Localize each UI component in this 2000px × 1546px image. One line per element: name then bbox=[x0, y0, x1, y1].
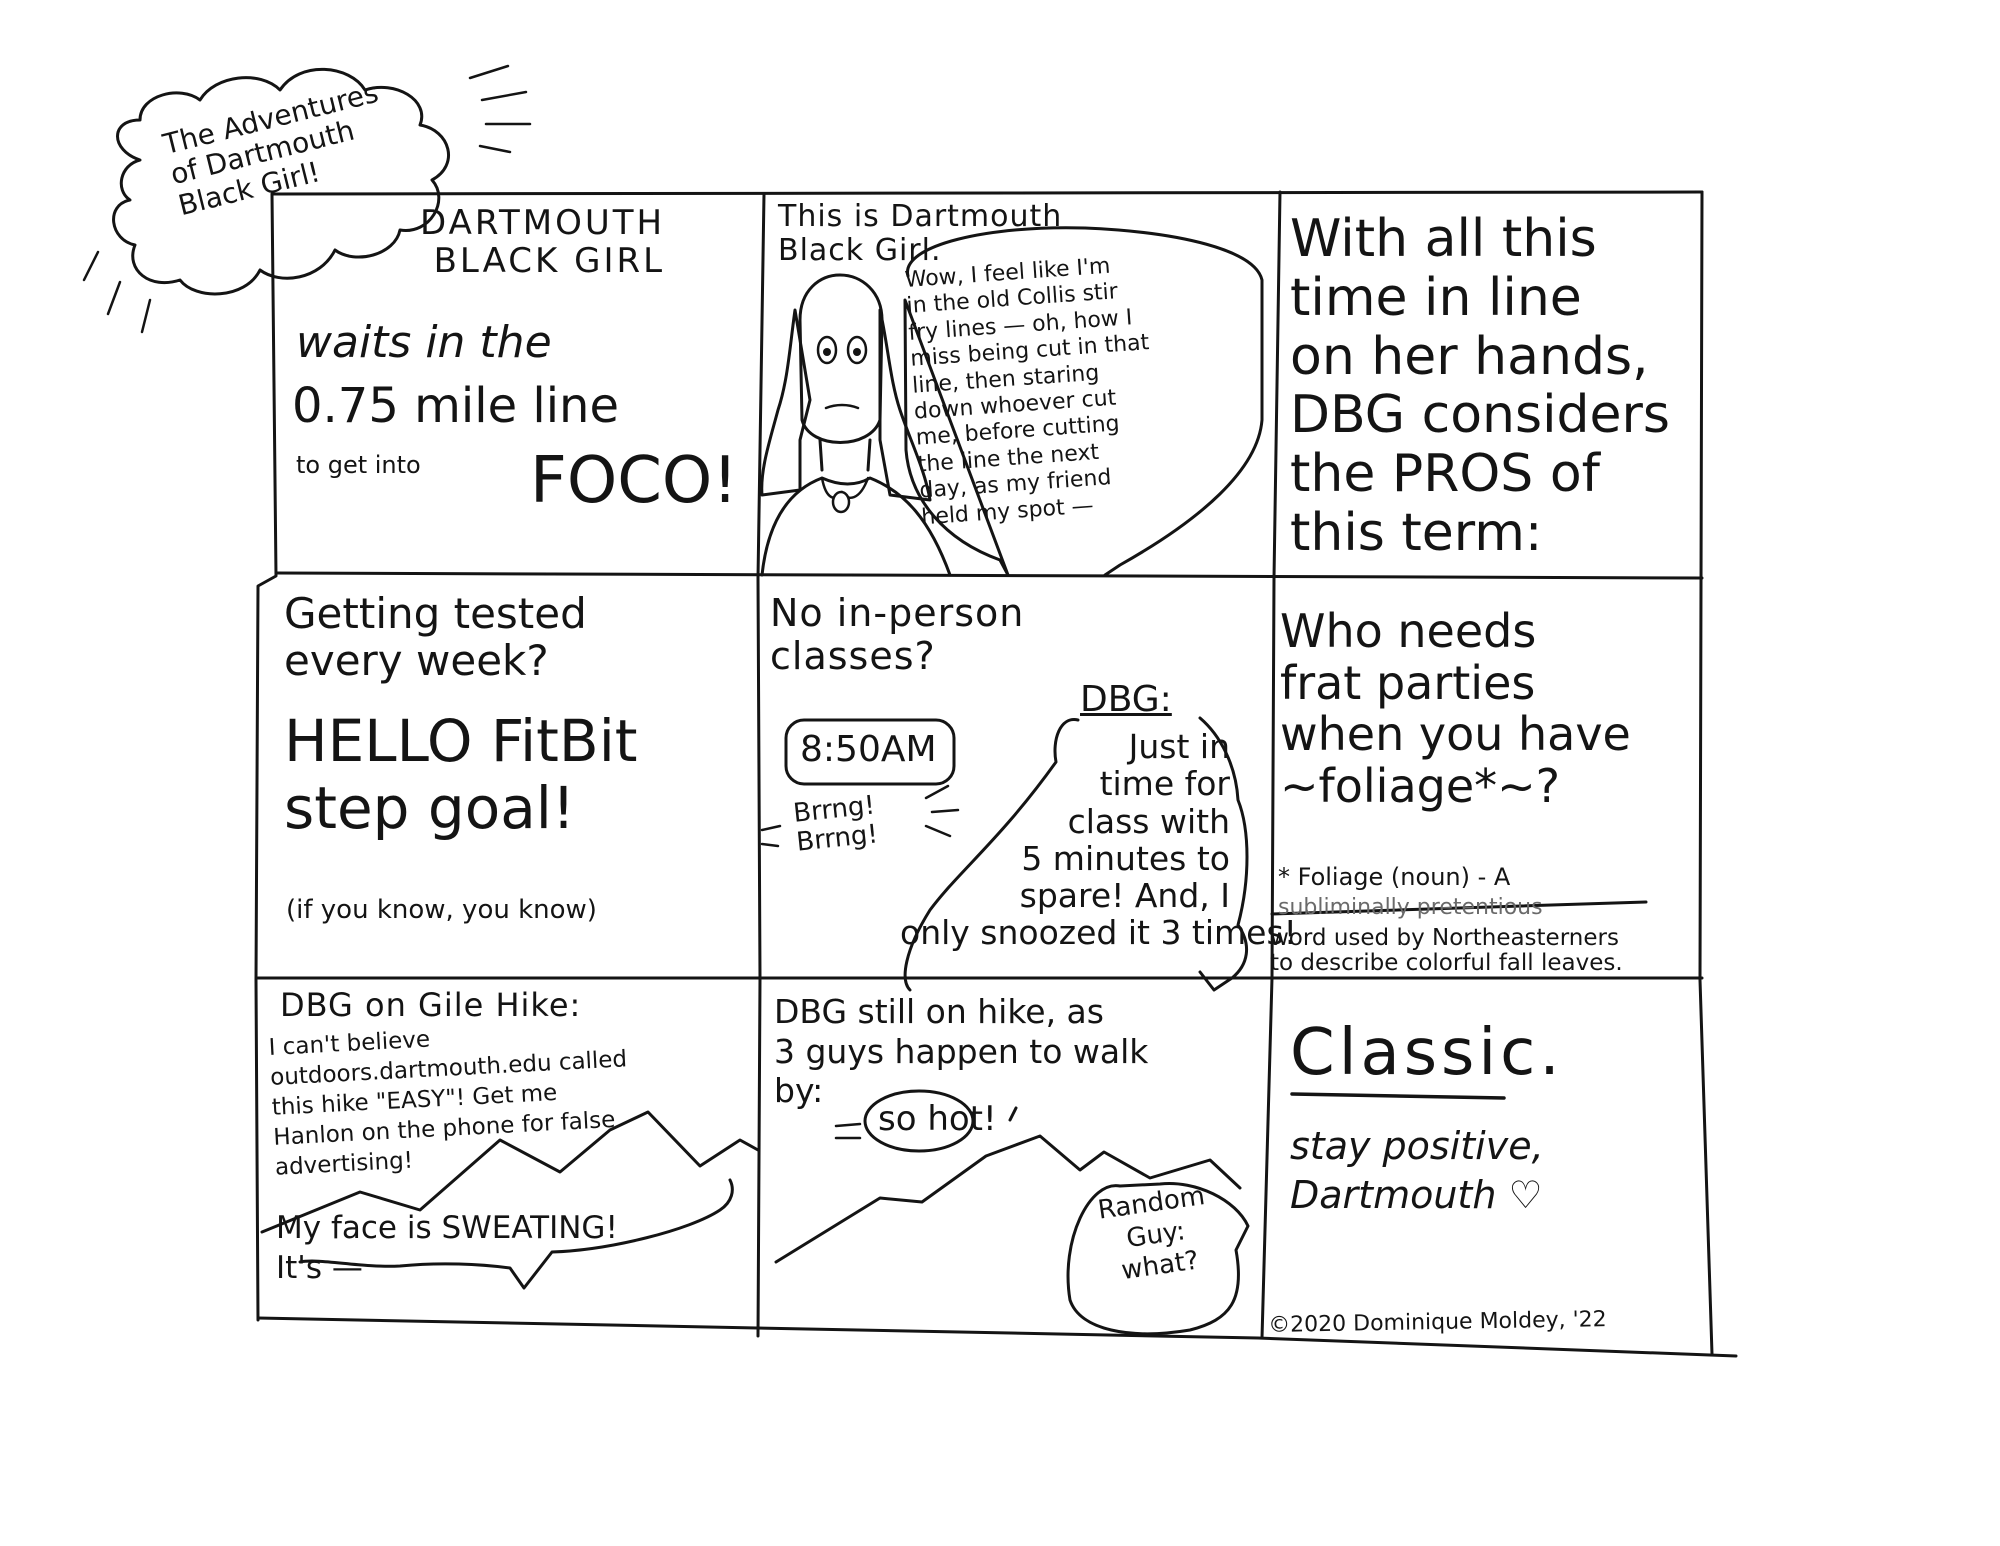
panel-1-foco: FOCO! bbox=[530, 444, 738, 518]
panel-9-classic: Classic. bbox=[1290, 1016, 1564, 1090]
panel-6-definition-rest: word used by Northeasterners to describe… bbox=[1270, 925, 1623, 976]
alarm-clock-time: 8:50AM bbox=[800, 729, 937, 770]
panel-5-speaker: DBG: bbox=[1080, 679, 1172, 720]
copyright-credit: ©2020 Dominique Moldey, '22 bbox=[1267, 1307, 1607, 1338]
panel-8-caption: DBG still on hike, as 3 guys happen to w… bbox=[774, 992, 1149, 1111]
panel-1-heading: DARTMOUTH BLACK GIRL bbox=[420, 203, 666, 282]
panel-2-speech: Wow, I feel like I'm in the old Collis s… bbox=[904, 253, 1151, 530]
panel-1-small-text: to get into bbox=[296, 451, 421, 479]
panel-9-sign-off: stay positive, Dartmouth ♡ bbox=[1290, 1124, 1544, 1218]
random-guy-text: Random Guy: what? bbox=[1096, 1181, 1207, 1287]
title-cloud-text: The Adventures of Dartmouth Black Girl! bbox=[159, 75, 382, 222]
panel-4-question: Getting tested every week? bbox=[284, 589, 587, 686]
panel-3-text: With all this time in line on her hands,… bbox=[1290, 209, 1670, 563]
panel-1-line-mile: 0.75 mile line bbox=[292, 378, 619, 434]
panel-6-question: Who needs frat parties when you have ~fo… bbox=[1280, 604, 1631, 813]
panel-5-speech: Just in time for class with 5 minutes to… bbox=[900, 727, 1297, 953]
panel-4-answer: HELLO FitBit step goal! bbox=[284, 707, 638, 842]
panel-6-definition-struck: subliminally pretentious bbox=[1278, 895, 1543, 920]
panel-7-speech-2: My face is SWEATING! It's — bbox=[276, 1210, 618, 1287]
classic-underline bbox=[1290, 1092, 1506, 1100]
alarm-sound-text: Brrng! Brrng! bbox=[791, 790, 880, 858]
panel-7-speech: I can't believe outdoors.dartmouth.edu c… bbox=[268, 1026, 628, 1181]
panel-4-note: (if you know, you know) bbox=[286, 895, 597, 925]
panel-1-line-waits: waits in the bbox=[296, 317, 552, 368]
panel-2-caption: This is Dartmouth Black Girl. bbox=[778, 199, 1063, 268]
panel-7-caption: DBG on Gile Hike: bbox=[280, 986, 582, 1024]
panel-6-definition-head: * Foliage (noun) - A bbox=[1278, 863, 1511, 891]
panel-5-question: No in-person classes? bbox=[770, 591, 1025, 678]
so-hot-text: so hot! bbox=[878, 1099, 997, 1139]
